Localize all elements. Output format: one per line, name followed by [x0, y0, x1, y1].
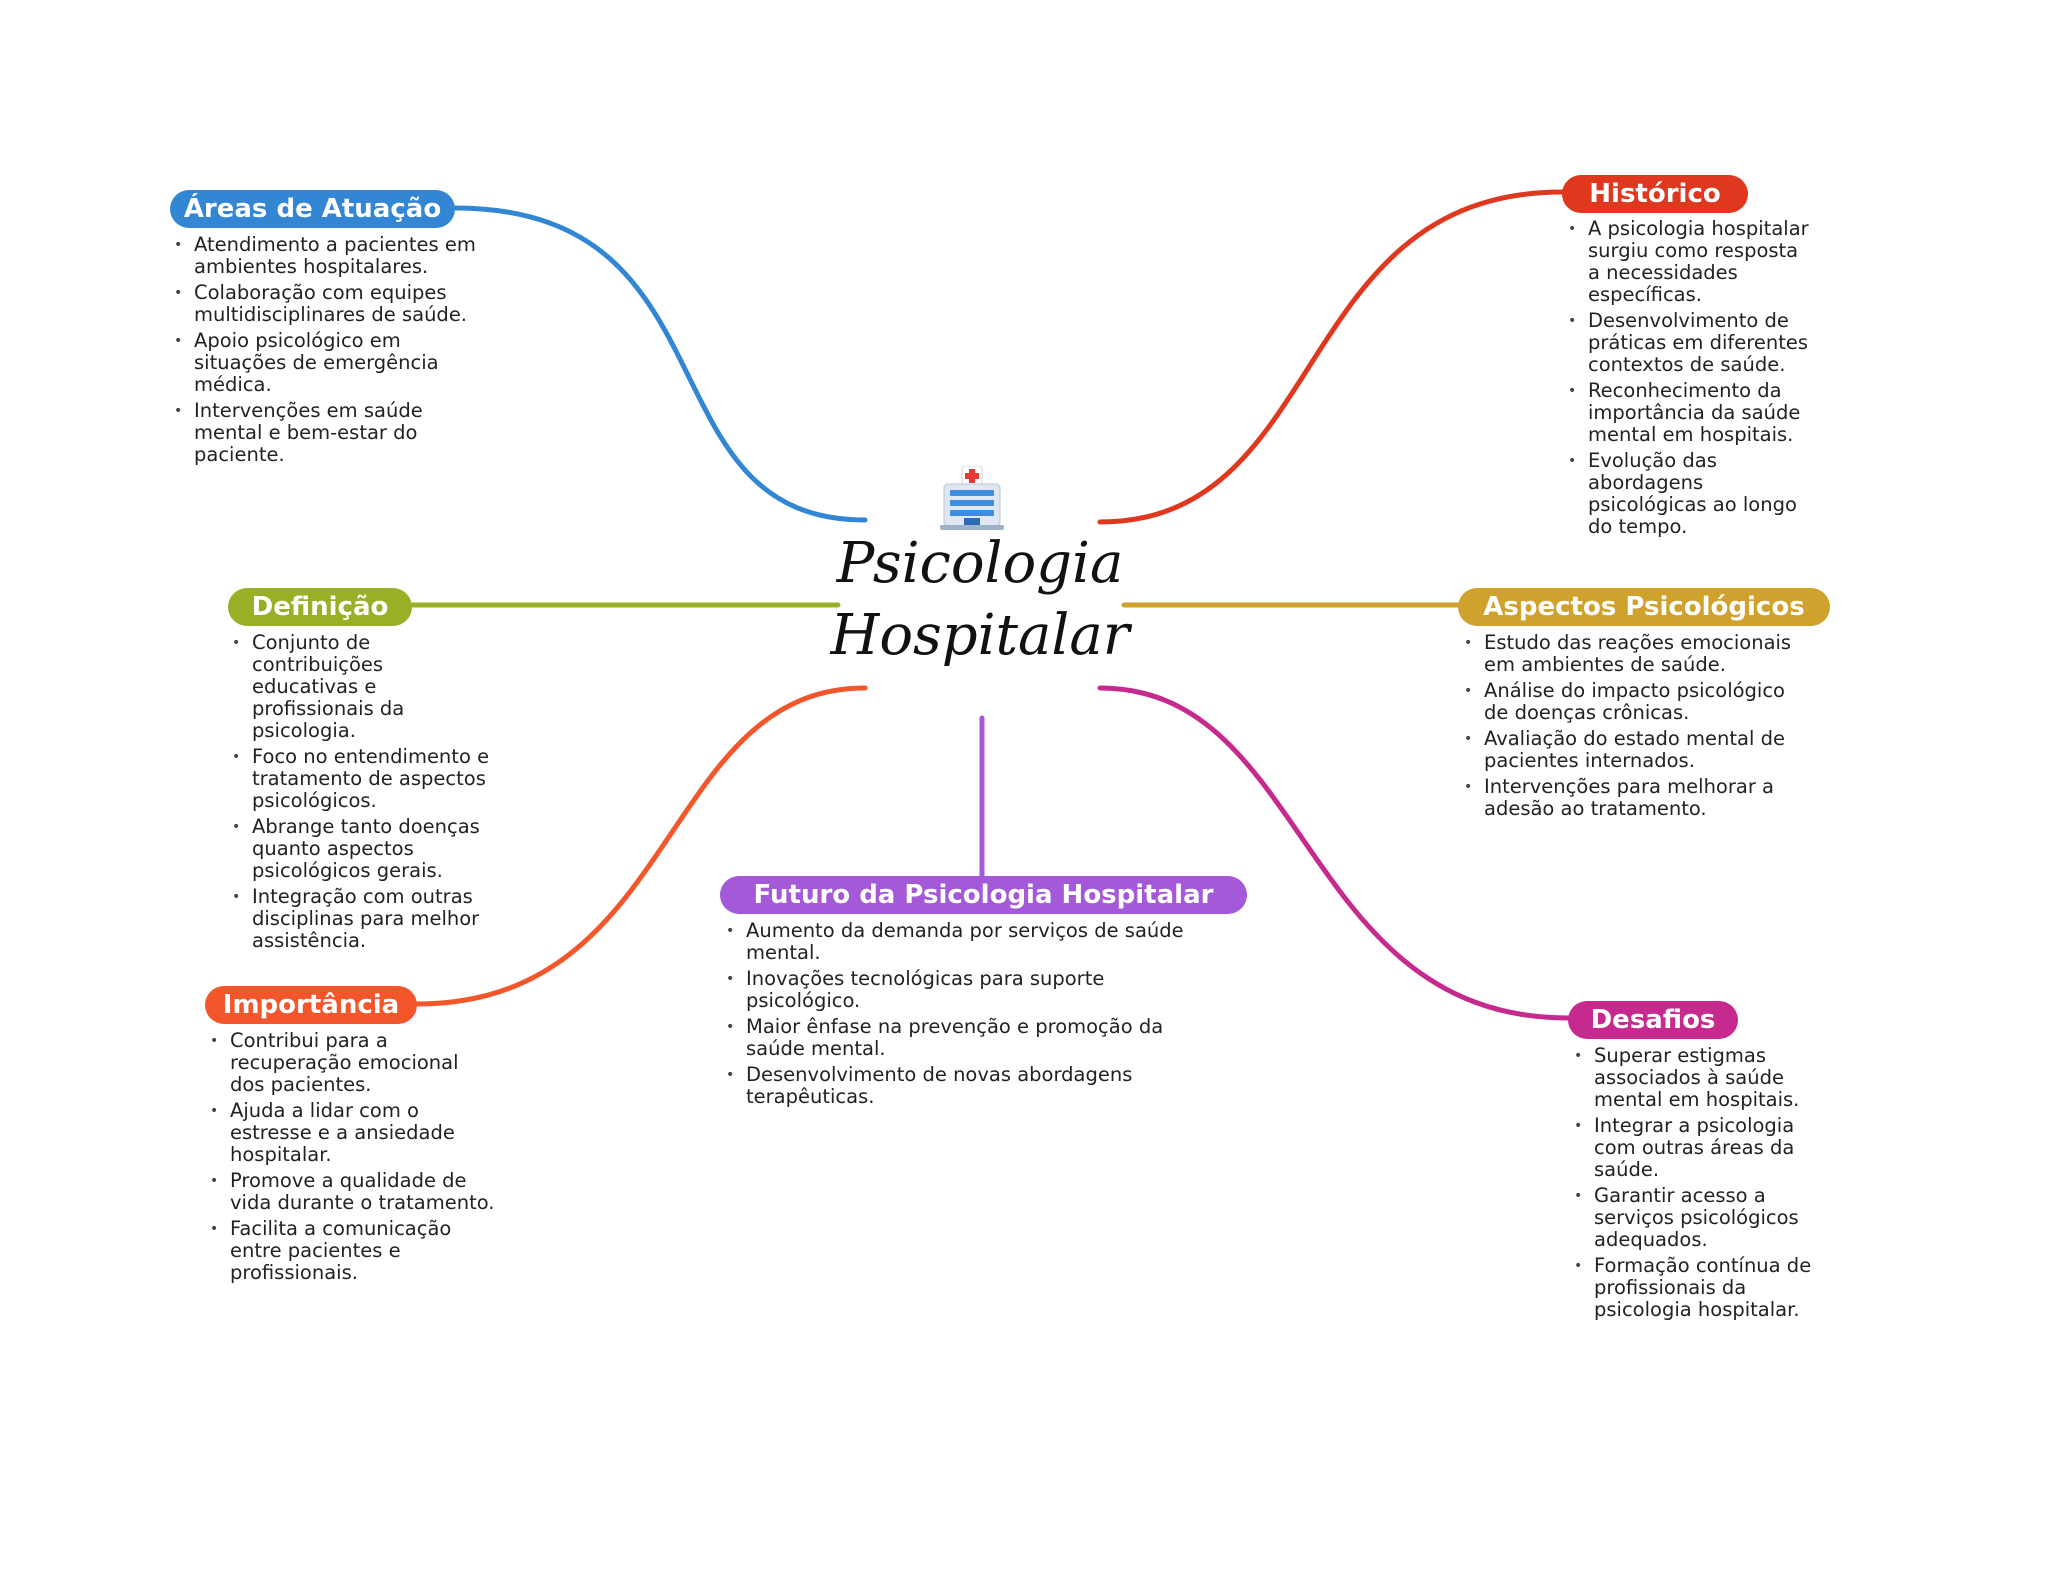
branch-importancia-title[interactable]: Importância — [205, 986, 417, 1024]
branch-areas-item: Intervenções em saúde mental e bem-estar… — [170, 400, 490, 466]
branch-historico-item: Evolução das abordagens psicológicas ao … — [1564, 450, 1814, 538]
branch-futuro-item: Aumento da demanda por serviços de saúde… — [722, 920, 1197, 964]
branch-desafios-item: Integrar a psicologia com outras áreas d… — [1570, 1115, 1815, 1181]
branch-areas-item: Atendimento a pacientes em ambientes hos… — [170, 234, 490, 278]
central-topic-line2: Hospitalar — [830, 603, 1130, 668]
branch-areas-items: Atendimento a pacientes em ambientes hos… — [170, 234, 490, 470]
branch-historico-items: A psicologia hospitalar surgiu como resp… — [1564, 218, 1814, 542]
branch-futuro-title[interactable]: Futuro da Psicologia Hospitalar — [720, 876, 1247, 914]
branch-futuro-item: Inovações tecnológicas para suporte psic… — [722, 968, 1197, 1012]
branch-historico-item: Desenvolvimento de práticas em diferente… — [1564, 310, 1814, 376]
branch-definicao-item: Abrange tanto doenças quanto aspectos ps… — [228, 816, 493, 882]
branch-aspectos-item: Avaliação do estado mental de pacientes … — [1460, 728, 1810, 772]
branch-definicao-item: Conjunto de contribuições educativas e p… — [228, 632, 493, 742]
branch-areas-item: Apoio psicológico em situações de emergê… — [170, 330, 490, 396]
branch-definicao-item: Integração com outras disciplinas para m… — [228, 886, 493, 952]
branch-importancia-item: Contribui para a recuperação emocional d… — [206, 1030, 496, 1096]
branch-aspectos-items: Estudo das reações emocionais em ambient… — [1460, 632, 1810, 824]
connector-importancia — [414, 685, 868, 1007]
branch-areas-item: Colaboração com equipes multidisciplinar… — [170, 282, 490, 326]
branch-futuro-items: Aumento da demanda por serviços de saúde… — [722, 920, 1197, 1112]
branch-importancia-items: Contribui para a recuperação emocional d… — [206, 1030, 496, 1288]
branch-areas-title[interactable]: Áreas de Atuação — [170, 190, 455, 228]
branch-importancia-item: Promove a qualidade de vida durante o tr… — [206, 1170, 496, 1214]
branch-desafios-title[interactable]: Desafios — [1568, 1001, 1738, 1039]
hospital-icon — [940, 466, 1004, 530]
branch-importancia-item: Ajuda a lidar com o estresse e a ansieda… — [206, 1100, 496, 1166]
branch-desafios-items: Superar estigmas associados à saúde ment… — [1570, 1045, 1815, 1325]
branch-futuro-item: Desenvolvimento de novas abordagens tera… — [722, 1064, 1197, 1108]
branch-aspectos-item: Intervenções para melhorar a adesão ao t… — [1460, 776, 1810, 820]
central-topic-line1: Psicologia — [836, 531, 1124, 596]
branch-definicao-title[interactable]: Definição — [228, 588, 412, 626]
branch-aspectos-item: Análise do impacto psicológico de doença… — [1460, 680, 1810, 724]
branch-historico-title[interactable]: Histórico — [1562, 175, 1748, 213]
branch-definicao-item: Foco no entendimento e tratamento de asp… — [228, 746, 493, 812]
branch-historico-item: Reconhecimento da importância da saúde m… — [1564, 380, 1814, 446]
connector-historico — [1097, 189, 1565, 525]
branch-desafios-item: Garantir acesso a serviços psicológicos … — [1570, 1185, 1815, 1251]
connector-areas — [452, 205, 868, 523]
branch-importancia-item: Facilita a comunicação entre pacientes e… — [206, 1218, 496, 1284]
branch-desafios-item: Formação contínua de profissionais da ps… — [1570, 1255, 1815, 1321]
branch-futuro-item: Maior ênfase na prevenção e promoção da … — [722, 1016, 1197, 1060]
branch-historico-item: A psicologia hospitalar surgiu como resp… — [1564, 218, 1814, 306]
branch-desafios-item: Superar estigmas associados à saúde ment… — [1570, 1045, 1815, 1111]
branch-definicao-items: Conjunto de contribuições educativas e p… — [228, 632, 493, 956]
branch-aspectos-item: Estudo das reações emocionais em ambient… — [1460, 632, 1810, 676]
connector-desafios — [1097, 685, 1571, 1021]
central-topic-title: Psicologia Hospitalar — [830, 528, 1130, 672]
branch-aspectos-title[interactable]: Aspectos Psicológicos — [1458, 588, 1830, 626]
